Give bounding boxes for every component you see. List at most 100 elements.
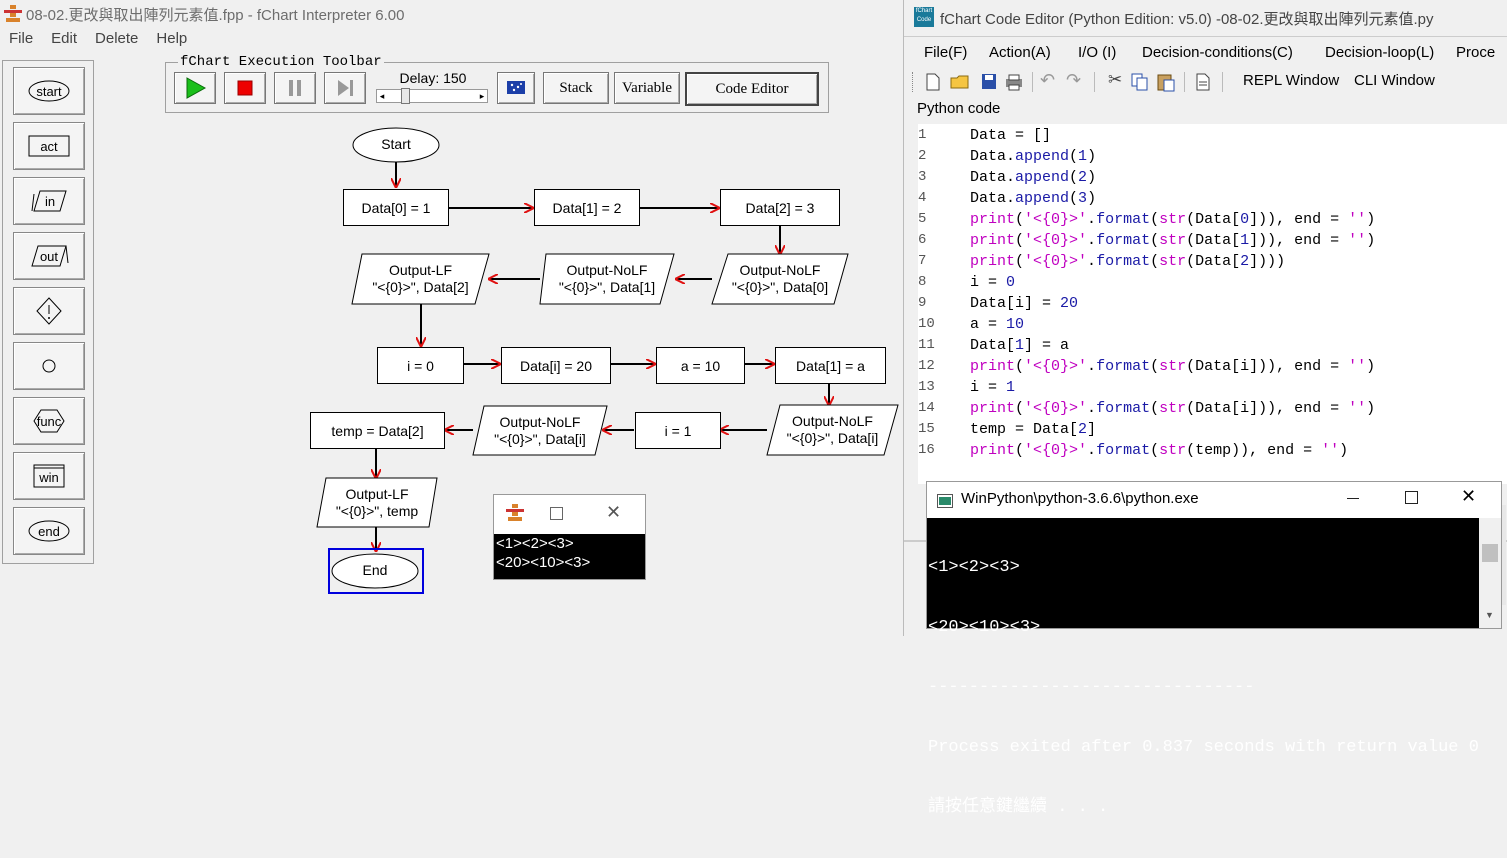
flow-node-data1-a[interactable]: Data[1] = a <box>775 347 886 384</box>
palette-decision-button[interactable] <box>13 287 85 335</box>
palette-start-label: start <box>36 84 62 99</box>
close-icon[interactable]: ✕ <box>1461 486 1477 506</box>
step-button[interactable] <box>324 72 366 104</box>
menu-io[interactable]: I/O (I) <box>1078 44 1117 61</box>
flow-node-data0[interactable]: Data[0] = 1 <box>343 189 449 226</box>
code-line: print('<{0}>'.format(str(Data[0])), end … <box>970 211 1376 228</box>
flow-node-datai-20[interactable]: Data[i] = 20 <box>501 347 611 384</box>
close-icon[interactable]: ✕ <box>606 502 622 522</box>
cut-icon[interactable]: ✂ <box>1108 70 1123 89</box>
stop-button[interactable] <box>224 72 266 104</box>
line-number: 5 <box>918 211 927 227</box>
python-console-window: WinPython\python-3.6.6\python.exe ✕ <1><… <box>926 481 1502 817</box>
line-number: 12 <box>918 358 935 374</box>
save-icon[interactable] <box>980 72 998 92</box>
menu-file[interactable]: File <box>9 30 34 47</box>
line-number: 11 <box>918 337 935 353</box>
palette-start-button[interactable]: start <box>13 67 85 115</box>
menu-edit[interactable]: Edit <box>51 30 78 47</box>
print-icon[interactable] <box>1004 72 1024 92</box>
palette-func-button[interactable]: func <box>13 397 85 445</box>
pause-icon <box>289 80 301 96</box>
flow-output-nolf-data1[interactable]: Output-NoLF"<{0}>", Data[1] <box>540 254 674 304</box>
flow-end-node[interactable]: End <box>362 562 388 578</box>
cli-window-button[interactable]: CLI Window <box>1354 72 1435 89</box>
code-line: Data.append(3) <box>970 190 1097 207</box>
code-line: Data.append(1) <box>970 148 1097 165</box>
slider-right-arrow-icon[interactable]: ▸ <box>479 91 485 101</box>
toolbar-separator <box>1184 72 1185 92</box>
console-scrollbar[interactable]: ▼ <box>1479 518 1501 628</box>
menu-help[interactable]: Help <box>156 30 188 47</box>
line-number: 7 <box>918 253 927 269</box>
menu-procedure[interactable]: Proce <box>1456 44 1496 61</box>
new-file-icon[interactable] <box>924 72 942 92</box>
flow-output-lf-data2-kind: Output-LF <box>388 262 453 278</box>
code-line: i = 1 <box>970 379 1016 396</box>
language-flag-button[interactable] <box>497 72 535 104</box>
palette-act-button[interactable]: act <box>13 122 85 170</box>
menu-file[interactable]: File(F) <box>924 44 968 61</box>
window-title: 08-02.更改與取出陣列元素值.fpp - fChart Interprete… <box>26 7 405 24</box>
flow-start-node[interactable]: Start <box>381 136 411 152</box>
delay-slider[interactable]: ◂ ▸ <box>376 88 488 104</box>
console-line: <20><10><3> <box>928 618 1041 637</box>
maximize-icon[interactable] <box>550 507 563 520</box>
slider-left-arrow-icon[interactable]: ◂ <box>379 91 385 101</box>
menu-action[interactable]: Action(A) <box>989 44 1051 61</box>
palette-out-button[interactable]: out <box>13 232 85 280</box>
document-icon[interactable] <box>1194 72 1212 92</box>
open-folder-icon[interactable] <box>950 72 970 92</box>
flow-output-nolf-datai-2-kind: Output-NoLF <box>499 413 581 430</box>
repl-window-button[interactable]: REPL Window <box>1243 72 1340 89</box>
flow-output-lf-temp[interactable]: Output-LF"<{0}>", temp <box>317 478 437 527</box>
palette-func-label: func <box>37 414 62 429</box>
palette-in-button[interactable]: in <box>13 177 85 225</box>
line-number: 15 <box>918 421 935 437</box>
flow-output-nolf-datai-2-args: "<{0}>", Data[i] <box>494 430 586 447</box>
console-scroll-thumb[interactable] <box>1482 544 1498 562</box>
copy-icon[interactable] <box>1130 72 1150 92</box>
code-editor-button[interactable]: Code Editor <box>685 72 819 106</box>
run-button[interactable] <box>174 72 216 104</box>
flow-output-lf-data2[interactable]: Output-LF"<{0}>", Data[2] <box>352 254 489 304</box>
slider-thumb[interactable] <box>401 88 410 104</box>
flow-output-nolf-datai-2[interactable]: Output-NoLF"<{0}>", Data[i] <box>473 406 607 455</box>
flow-output-nolf-data0-kind: Output-NoLF <box>739 262 821 278</box>
code-line: a = 10 <box>970 316 1025 333</box>
flow-node-i0[interactable]: i = 0 <box>377 347 464 384</box>
minimize-icon[interactable] <box>1347 498 1359 499</box>
flow-output-nolf-data0[interactable]: Output-NoLF"<{0}>", Data[0] <box>712 254 848 304</box>
flow-output-nolf-datai-1-args: "<{0}>", Data[i] <box>786 430 879 446</box>
redo-icon[interactable]: ↷ <box>1066 70 1082 90</box>
palette-win-button[interactable]: win <box>13 452 85 500</box>
stack-button[interactable]: Stack <box>543 72 609 104</box>
palette-connector-button[interactable] <box>13 342 85 390</box>
menu-decision-loop[interactable]: Decision-loop(L) <box>1325 44 1435 61</box>
flow-output-lf-data2-args: "<{0}>", Data[2] <box>372 279 469 295</box>
output-window: ✕ <1><2><3> <20><10><3> <box>493 494 646 580</box>
delay-label: Delay: 150 <box>399 70 467 86</box>
flow-node-a10[interactable]: a = 10 <box>656 347 745 384</box>
palette-end-button[interactable]: end <box>13 507 85 555</box>
flow-node-data2[interactable]: Data[2] = 3 <box>720 189 840 226</box>
undo-icon[interactable]: ↶ <box>1040 70 1056 90</box>
flow-output-lf-temp-kind: Output-LF <box>345 485 409 502</box>
variable-button[interactable]: Variable <box>614 72 680 104</box>
paste-icon[interactable] <box>1156 72 1176 92</box>
flow-node-i1[interactable]: i = 1 <box>635 412 721 449</box>
flow-output-lf-temp-args: "<{0}>", temp <box>335 502 419 519</box>
flow-output-nolf-datai-1[interactable]: Output-NoLF"<{0}>", Data[i] <box>767 405 898 455</box>
code-line: print('<{0}>'.format(str(Data[2]))) <box>970 253 1286 270</box>
console-line: Process exited after 0.837 seconds with … <box>928 738 1479 757</box>
flow-node-data1[interactable]: Data[1] = 2 <box>534 189 640 226</box>
pause-button[interactable] <box>274 72 316 104</box>
line-number: 6 <box>918 232 927 248</box>
maximize-icon[interactable] <box>1405 491 1418 504</box>
flow-node-temp[interactable]: temp = Data[2] <box>310 412 445 449</box>
menu-bar: File(F) Action(A) I/O (I) Decision-condi… <box>904 42 1507 64</box>
menu-decision-conditions[interactable]: Decision-conditions(C) <box>1142 44 1293 61</box>
menu-delete[interactable]: Delete <box>95 30 139 47</box>
scroll-down-icon[interactable]: ▼ <box>1485 610 1494 620</box>
